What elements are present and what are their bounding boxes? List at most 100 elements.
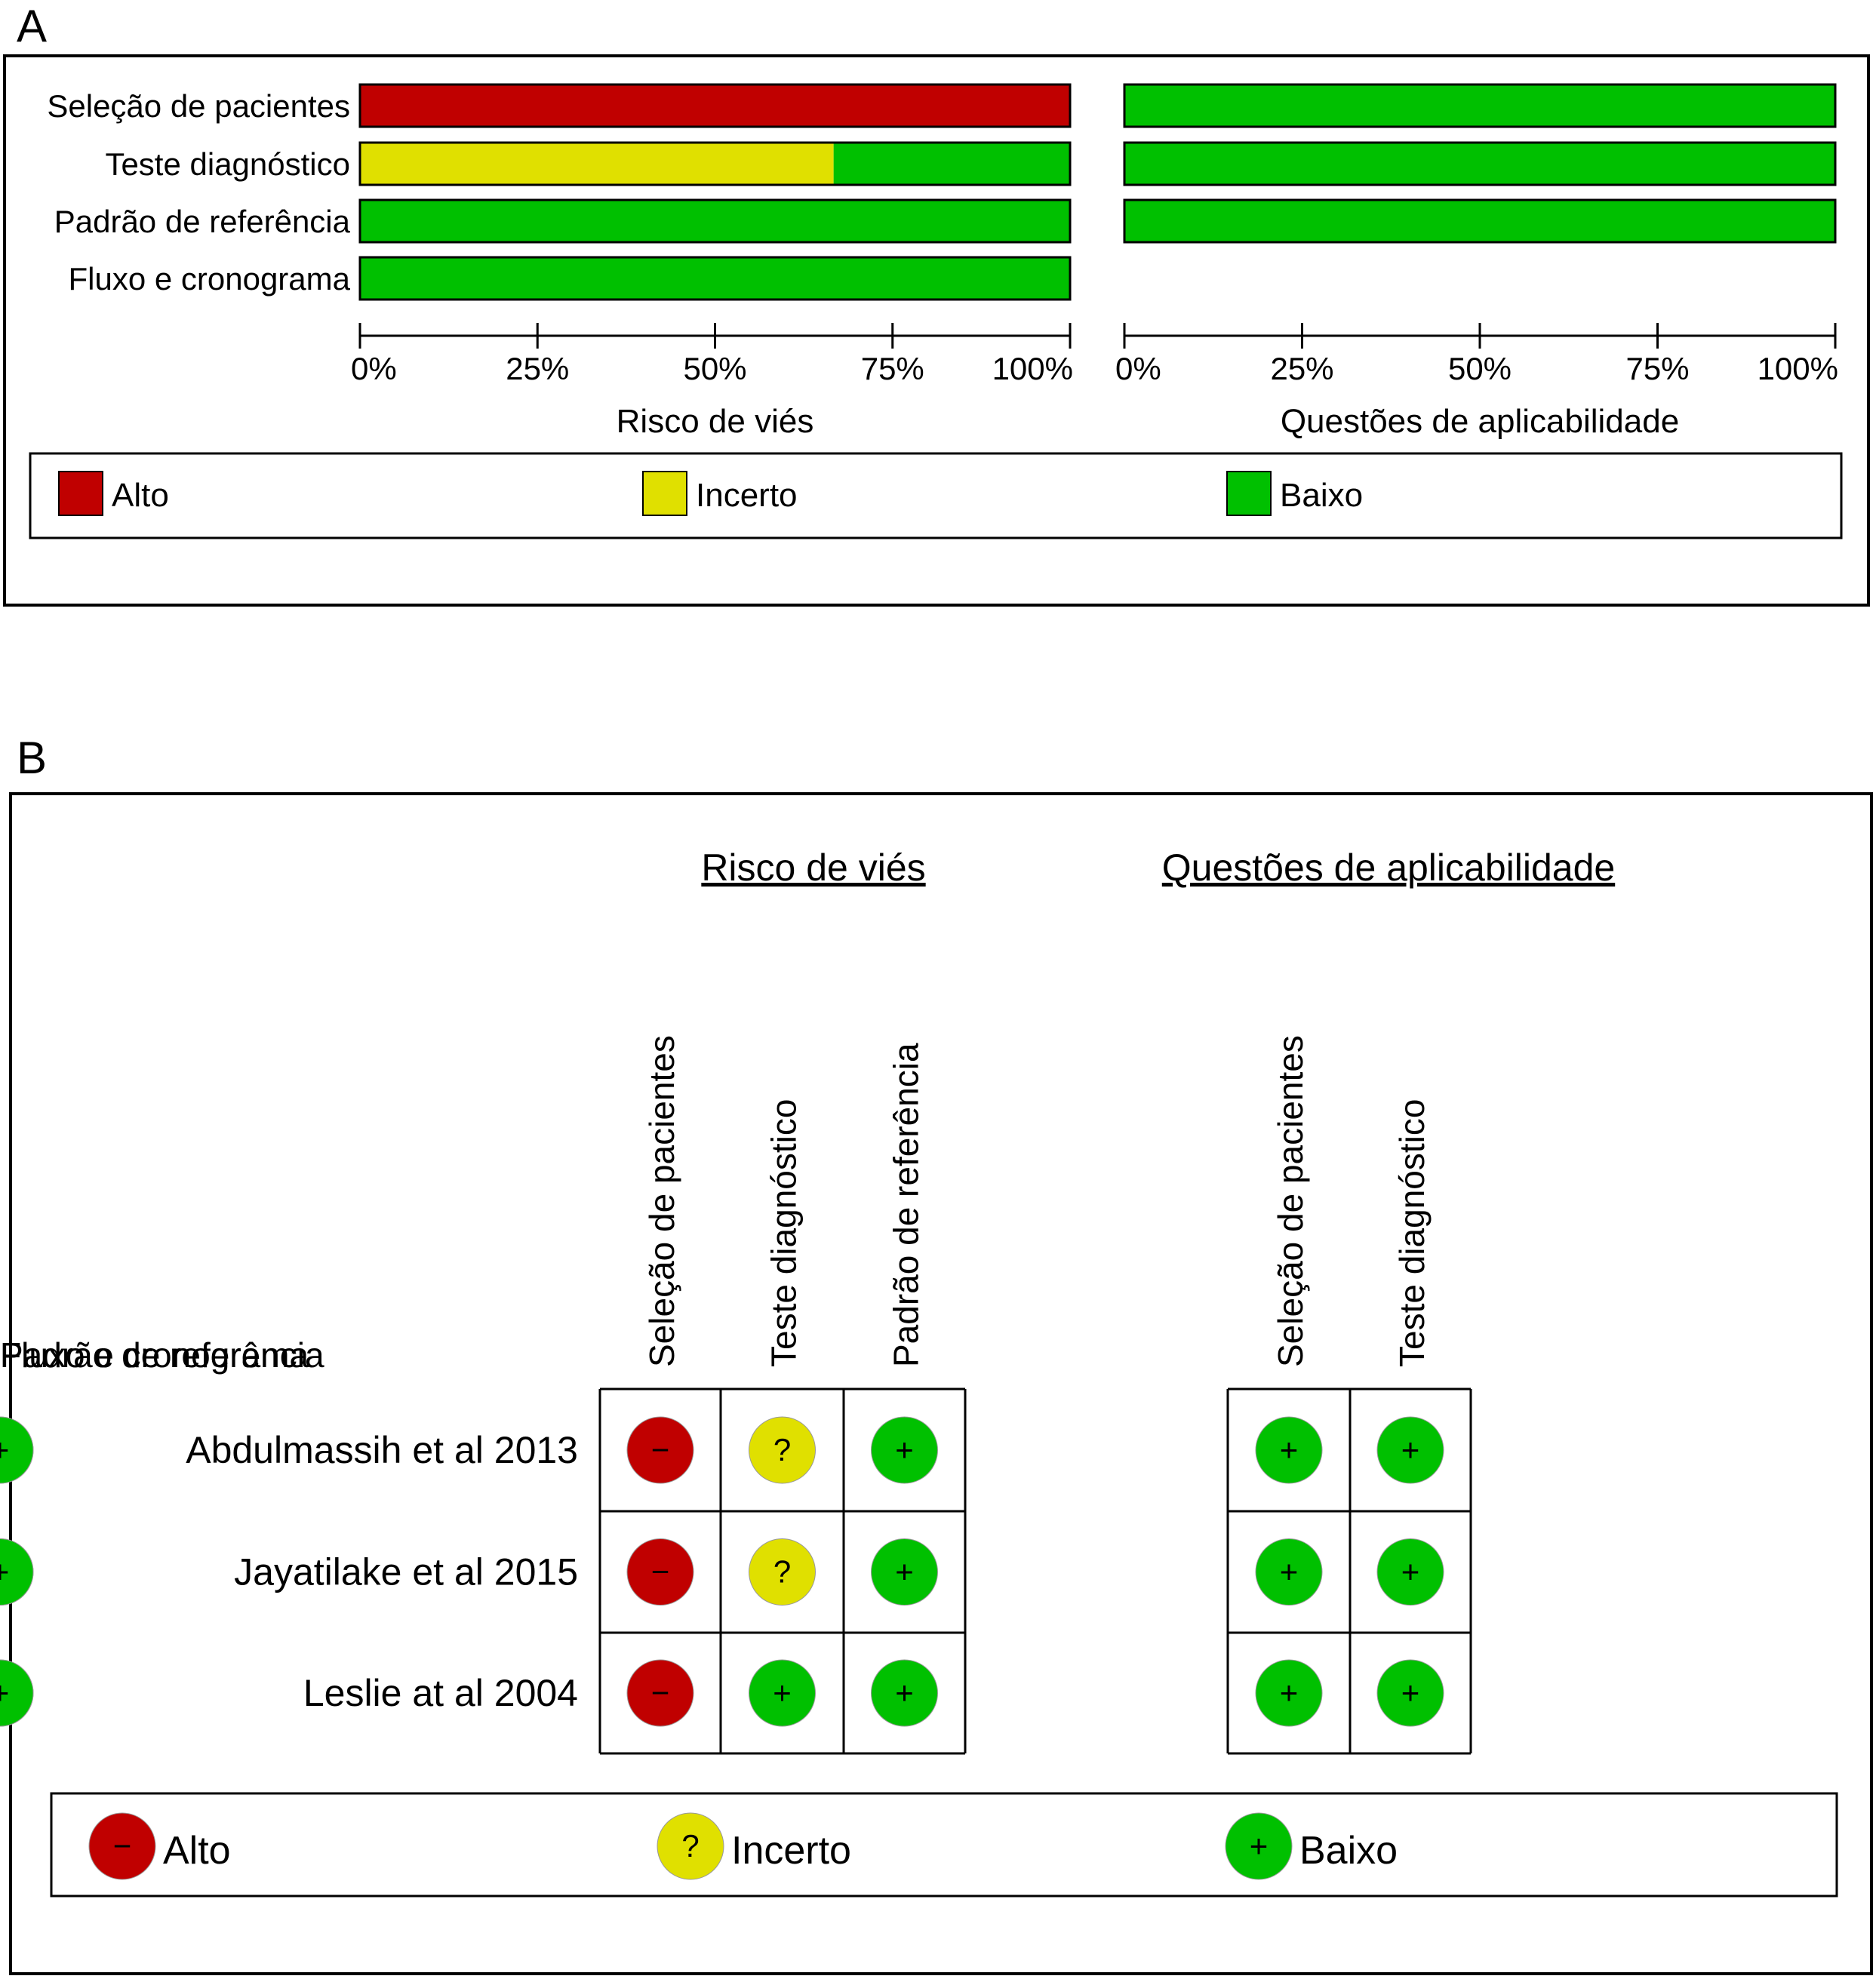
column-header: Teste diagnóstico — [1392, 1099, 1432, 1367]
legend-box — [29, 452, 1843, 539]
low-symbol — [0, 1659, 34, 1727]
low-glyph: + — [895, 1432, 914, 1467]
high-glyph: − — [651, 1675, 670, 1710]
low-symbol — [0, 1538, 34, 1606]
low-symbol — [1376, 1416, 1444, 1484]
bar-outline — [358, 83, 1072, 128]
low-glyph: + — [1401, 1432, 1420, 1467]
x-tick-label: 0% — [351, 351, 397, 386]
category-label: Seleção de pacientes — [47, 88, 350, 124]
column-header: Seleção de pacientes — [1271, 1035, 1310, 1367]
study-label: Abdulmassih et al 2013 — [186, 1429, 578, 1471]
bar-outline — [358, 198, 1072, 244]
high-symbol — [88, 1812, 156, 1880]
x-tick-label: 100% — [992, 351, 1073, 386]
panel-a-frame — [3, 54, 1870, 607]
legend-label: Baixo — [1280, 477, 1363, 514]
x-axis-title: Questões de aplicabilidade — [1281, 403, 1679, 440]
legend-swatch — [642, 471, 687, 516]
x-tick-label: 50% — [683, 351, 746, 386]
column-header: Padrão de referência — [0, 1335, 324, 1375]
unclear-symbol — [749, 1416, 816, 1484]
bar-segment — [360, 200, 1070, 242]
unclear-glyph: ? — [773, 1432, 791, 1467]
group-title: Risco de viés — [701, 847, 925, 889]
low-glyph: + — [773, 1675, 792, 1710]
bar-outline — [1123, 198, 1837, 244]
unclear-glyph: ? — [681, 1828, 699, 1864]
low-symbol — [1376, 1538, 1444, 1606]
bar-segment — [833, 143, 1070, 185]
x-tick-label: 25% — [1270, 351, 1333, 386]
low-glyph: + — [1280, 1675, 1299, 1710]
category-label: Padrão de referência — [54, 204, 351, 239]
low-symbol — [0, 1416, 34, 1484]
bar-outline — [358, 256, 1072, 301]
low-symbol — [871, 1416, 938, 1484]
column-header: Teste diagnóstico — [764, 1099, 804, 1367]
x-tick-label: 25% — [506, 351, 569, 386]
panel-b-letter: B — [17, 733, 48, 783]
column-header: Seleção de pacientes — [642, 1035, 681, 1367]
low-glyph: + — [1250, 1828, 1269, 1864]
low-symbol — [871, 1538, 938, 1606]
x-tick-label: 100% — [1758, 351, 1838, 386]
low-symbol — [1255, 1416, 1323, 1484]
legend-box — [50, 1792, 1838, 1898]
column-header: Fluxo e cronograma — [0, 1335, 309, 1375]
low-symbol — [871, 1659, 938, 1727]
legend-label: Alto — [112, 477, 169, 514]
study-label: Jayatilake et al 2015 — [234, 1551, 578, 1593]
low-glyph: + — [0, 1675, 9, 1710]
bar-outline — [1123, 83, 1837, 128]
study-label: Leslie at al 2004 — [303, 1672, 578, 1714]
column-header: Padrão de referência — [887, 1043, 926, 1367]
unclear-symbol — [657, 1812, 724, 1880]
bar-segment — [1124, 85, 1835, 127]
low-glyph: + — [1401, 1554, 1420, 1590]
low-glyph: + — [0, 1432, 9, 1467]
legend-label: Alto — [163, 1829, 231, 1873]
bar-segment — [360, 85, 1070, 127]
x-tick-label: 75% — [1625, 351, 1689, 386]
bar-outline — [358, 141, 1072, 186]
high-symbol — [626, 1538, 694, 1606]
low-symbol — [1255, 1659, 1323, 1727]
low-symbol — [1255, 1538, 1323, 1606]
group-title: Questões de aplicabilidade — [1162, 847, 1615, 889]
x-tick-label: 50% — [1448, 351, 1512, 386]
legend-swatch — [58, 471, 103, 516]
high-glyph: − — [651, 1554, 670, 1590]
low-symbol — [1376, 1659, 1444, 1727]
panel-a-letter: A — [17, 1, 48, 51]
x-axis-title: Risco de viés — [617, 403, 814, 440]
x-tick-label: 0% — [1115, 351, 1161, 386]
legend-label: Incerto — [696, 477, 798, 514]
low-symbol — [1225, 1812, 1293, 1880]
low-glyph: + — [895, 1675, 914, 1710]
category-label: Teste diagnóstico — [105, 146, 350, 182]
bar-segment — [360, 143, 834, 185]
legend-swatch — [1226, 471, 1272, 516]
low-glyph: + — [895, 1554, 914, 1590]
low-glyph: + — [1280, 1432, 1299, 1467]
low-glyph: + — [1280, 1554, 1299, 1590]
legend-label: Baixo — [1299, 1829, 1398, 1873]
unclear-symbol — [749, 1538, 816, 1606]
bar-segment — [1124, 143, 1835, 185]
high-symbol — [626, 1416, 694, 1484]
bar-segment — [1124, 200, 1835, 242]
legend-label: Incerto — [731, 1829, 851, 1873]
unclear-glyph: ? — [773, 1554, 791, 1590]
low-glyph: + — [1401, 1675, 1420, 1710]
bar-segment — [360, 257, 1070, 300]
bar-outline — [1123, 141, 1837, 186]
panel-b-frame — [9, 792, 1873, 1975]
x-tick-label: 75% — [861, 351, 924, 386]
category-label: Fluxo e cronograma — [68, 261, 350, 297]
high-glyph: − — [651, 1432, 670, 1467]
high-glyph: − — [113, 1828, 132, 1864]
high-symbol — [626, 1659, 694, 1727]
